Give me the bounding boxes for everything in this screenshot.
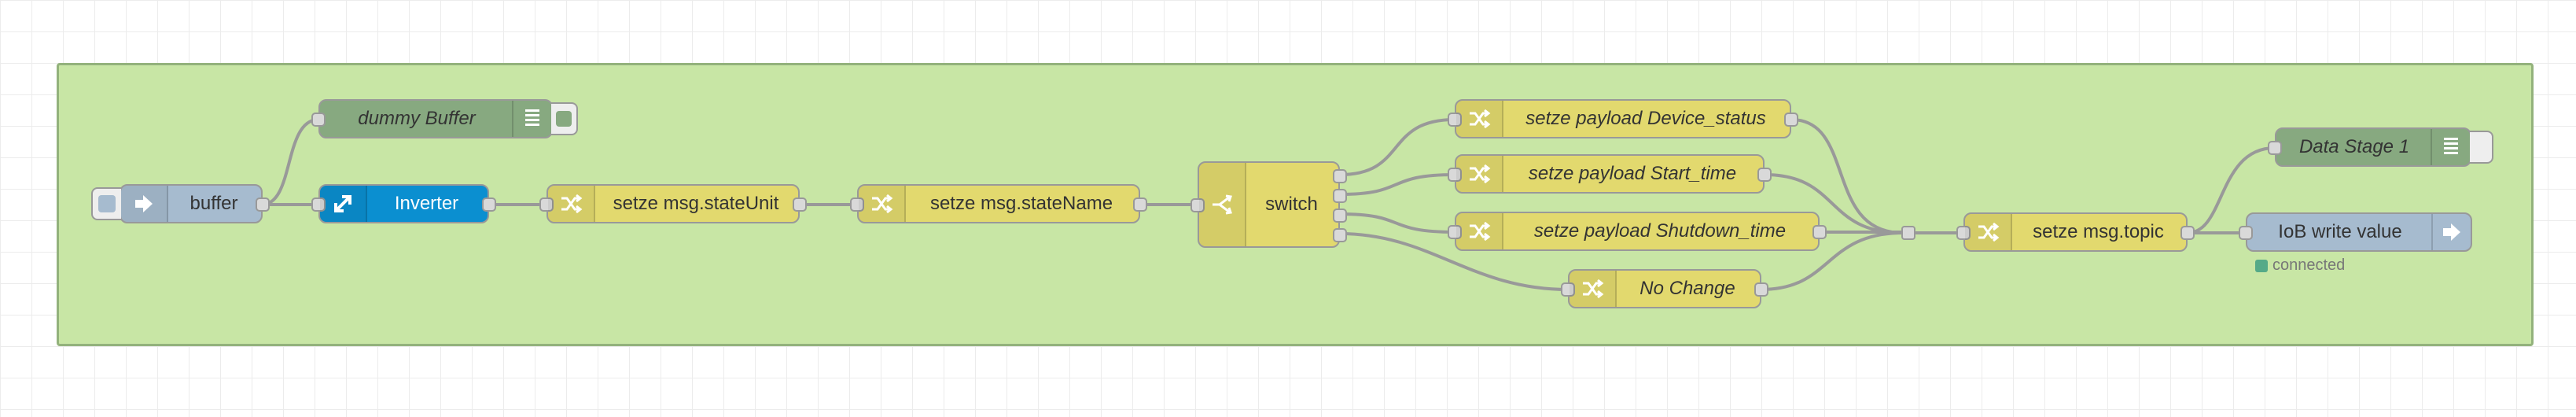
node-label: Data Stage 1 [2298,136,2410,157]
output-port[interactable] [1784,113,1798,127]
input-port[interactable] [1448,113,1462,127]
expand-arrows-icon [320,186,367,222]
node-switch[interactable]: switch [1190,161,1347,248]
debug-toggle-button[interactable] [551,102,578,135]
shuffle-icon [1456,213,1503,249]
node-label: IoB write value [2278,221,2402,242]
shuffle-icon [859,186,906,222]
output-port-3[interactable] [1333,208,1347,223]
link-in-icon [121,186,168,222]
node-label: buffer [190,193,238,214]
shuffle-icon [1456,156,1503,192]
node-inverter[interactable]: Inverter [311,184,496,223]
input-port[interactable] [1448,168,1462,182]
shuffle-icon [1570,271,1617,307]
status-text: connected [2272,256,2346,274]
input-port[interactable] [2239,226,2253,240]
output-port[interactable] [1757,168,1772,182]
node-label: setze payload Start_time [1528,163,1737,184]
shuffle-icon [1965,214,2012,250]
shuffle-icon [1456,101,1503,137]
node-label: setze payload Shutdown_time [1533,220,1787,242]
input-port[interactable] [1448,225,1462,239]
output-port[interactable] [1133,197,1147,212]
node-set-state-unit[interactable]: setze msg.stateUnit [539,184,807,223]
node-label: dummy Buffer [358,108,476,129]
input-port[interactable] [311,197,326,212]
shuffle-icon [548,186,595,222]
input-port[interactable] [311,113,326,127]
node-buffer[interactable]: buffer [91,184,270,223]
arrow-right-icon [2431,214,2471,250]
input-port[interactable] [539,197,554,212]
node-set-payload-shutdown-time[interactable]: setze payload Shutdown_time [1448,212,1827,251]
output-port-1[interactable] [1333,169,1347,183]
status-dot-icon [2255,259,2268,272]
node-no-change[interactable]: No Change [1561,269,1768,308]
node-set-msg-topic[interactable]: setze msg.topic [1956,212,2195,252]
node-label: No Change [1639,278,1735,299]
input-port[interactable] [1956,226,1971,240]
output-port[interactable] [1812,225,1827,239]
node-set-state-name[interactable]: setze msg.stateName [850,184,1147,223]
node-label: setze msg.topic [2033,221,2164,242]
output-port[interactable] [793,197,807,212]
input-port[interactable] [1561,282,1575,297]
output-port-2[interactable] [1333,189,1347,203]
output-port[interactable] [482,197,496,212]
inject-button[interactable] [91,187,121,220]
output-port[interactable] [2180,226,2195,240]
debug-toggle-button[interactable] [2470,131,2493,164]
input-port[interactable] [2268,141,2282,155]
node-label: setze msg.stateName [929,193,1113,214]
node-label: setze msg.stateUnit [613,193,779,214]
switch-icon [1199,163,1246,246]
junction-node[interactable] [1901,226,1915,240]
output-port[interactable] [1754,282,1768,297]
output-port[interactable] [256,197,270,212]
list-icon [2431,129,2470,165]
status-indicator: connected [2255,256,2345,275]
output-port-4[interactable] [1333,228,1347,242]
input-port[interactable] [850,197,864,212]
node-label: setze payload Device_status [1525,108,1766,129]
list-icon [512,101,551,137]
node-set-payload-start-time[interactable]: setze payload Start_time [1448,154,1772,194]
input-port[interactable] [1190,198,1205,212]
node-label: Inverter [394,193,459,214]
node-set-payload-device-status[interactable]: setze payload Device_status [1448,99,1798,138]
node-data-stage-1[interactable]: Data Stage 1 [2268,127,2493,167]
node-dummy-buffer[interactable]: dummy Buffer [311,99,578,138]
node-label: switch [1265,194,1318,215]
node-iob-write-value[interactable]: IoB write value [2239,212,2472,252]
